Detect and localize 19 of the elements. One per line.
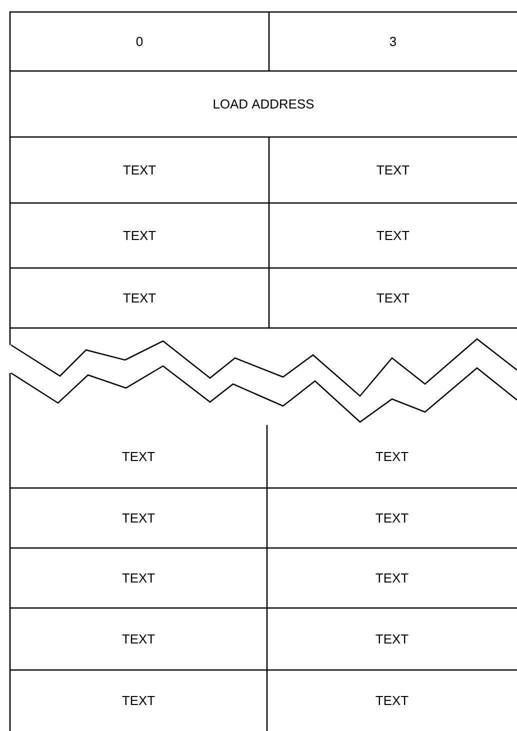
cell-text: TEXT: [123, 166, 156, 174]
cell-text: TEXT: [376, 634, 408, 644]
cell-text: TEXT: [123, 294, 156, 302]
cell-text: TEXT: [122, 452, 155, 461]
cell-text: TEXT: [122, 574, 155, 582]
cell-text: TEXT: [122, 696, 155, 705]
cell-text: TEXT: [376, 294, 410, 302]
cell-text: TEXT: [376, 452, 408, 461]
cell-text: LOAD ADDRESS: [214, 99, 314, 109]
cell-text: TEXT: [123, 231, 156, 240]
cell-text: 3: [390, 36, 396, 46]
cell-text: TEXT: [376, 574, 408, 582]
cell-text: 0: [136, 36, 143, 46]
cell-text: TEXT: [122, 634, 155, 644]
cell-text: TEXT: [122, 514, 155, 522]
cell-text: TEXT: [376, 166, 410, 174]
cell-text: TEXT: [376, 231, 410, 240]
cell-text: TEXT: [376, 514, 408, 522]
cell-text: TEXT: [376, 696, 408, 705]
